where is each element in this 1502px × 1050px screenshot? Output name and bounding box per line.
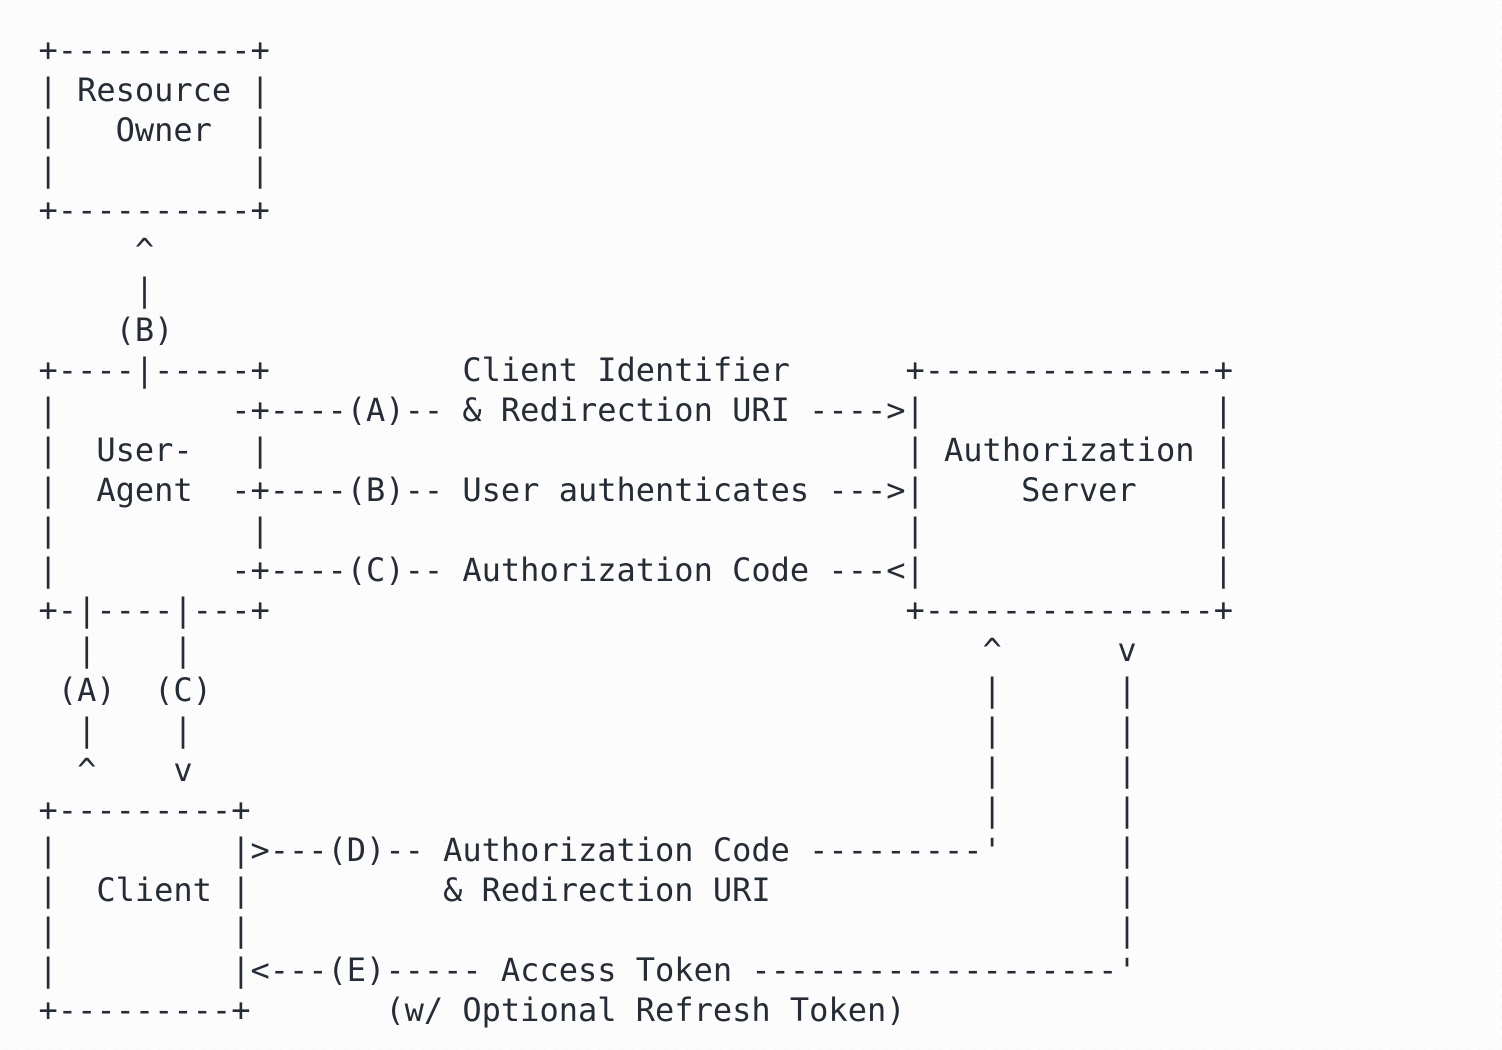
ascii-row-resource-owner-label: | Resource | (0, 71, 270, 109)
ascii-row-step-a-arrow: | -+----(A)-- & Redirection URI ---->| | (0, 391, 1233, 429)
ascii-row-box-bottoms: +-|----|---+ +---------------+ (0, 591, 1233, 629)
ascii-row-user-agent-label: | User- | | Authorization | (0, 431, 1233, 469)
ascii-row-resource-owner-label: | Owner | (0, 111, 270, 149)
ascii-row-client-identifier-header: +----|-----+ Client Identifier +--------… (0, 351, 1233, 389)
ascii-row-step-d-arrow: | |>---(D)-- Authorization Code --------… (0, 831, 1137, 869)
ascii-row-refresh-token-note: +---------+ (w/ Optional Refresh Token) (0, 991, 906, 1029)
ascii-row-connector: | (0, 271, 155, 309)
ascii-row-step-c-arrow: | -+----(C)-- Authorization Code ---<| | (0, 551, 1233, 589)
ascii-row-client-box: | | | (0, 911, 1137, 949)
ascii-row-connectors: | | | | (0, 711, 1137, 749)
ascii-row-arrow-up: ^ (0, 231, 155, 269)
ascii-row-step-b-label: (B) (0, 311, 174, 349)
ascii-row-client-box-top: +---------+ | | (0, 791, 1137, 829)
ascii-row-boxes: | | | | (0, 511, 1233, 549)
ascii-row-resource-owner-box-bottom: +----------+ (0, 191, 270, 229)
ascii-row-resource-owner-box-top: +----------+ (0, 31, 270, 69)
ascii-row-resource-owner-box: | | (0, 151, 270, 189)
ascii-row-step-e-arrow: | |<---(E)----- Access Token -----------… (0, 951, 1137, 989)
ascii-row-arrowheads: ^ v | | (0, 751, 1137, 789)
ascii-row-step-a-c-labels: (A) (C) | | (0, 671, 1137, 709)
ascii-row-step-b-arrow: | Agent -+----(B)-- User authenticates -… (0, 471, 1233, 509)
ascii-row-client-label: | Client | & Redirection URI | (0, 871, 1137, 909)
ascii-row-connectors: | | ^ v (0, 631, 1137, 669)
